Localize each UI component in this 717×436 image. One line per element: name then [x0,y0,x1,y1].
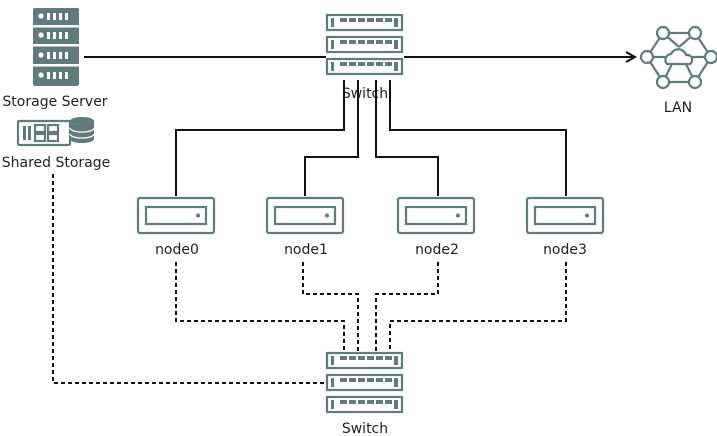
dlink-node2-switch [375,262,439,352]
compute-node-icon [265,196,345,235]
shared-storage-label: Shared Storage [2,155,111,171]
top-network-links [84,57,634,196]
compute-node-3: node3 [525,196,605,258]
bottom-network-links [52,174,567,384]
lan-label: LAN [664,100,692,116]
node-label: node0 [155,242,199,258]
link-switch-node3 [389,80,567,196]
compute-node-0: node0 [136,196,216,258]
server-icon [33,8,79,86]
network-switch-icon-bottom [325,351,404,414]
link-switch-node2 [375,80,439,196]
compute-node-icon [396,196,476,235]
storage-server-label: Storage Server [2,94,107,110]
dlink-node0-switch [175,262,345,352]
node-label: node1 [284,242,328,258]
dlink-node1-switch [302,262,359,352]
switch-top-label: Switch [342,86,388,102]
compute-node-1: node1 [265,196,345,258]
switch-bottom-label: Switch [342,421,388,436]
network-cloud-icon [639,25,717,90]
node-label: node3 [543,242,587,258]
node-label: node2 [415,242,459,258]
dlink-storage-switch [52,174,326,384]
compute-node-2: node2 [396,196,476,258]
compute-node-icon [525,196,605,235]
compute-node-icon [136,196,216,235]
link-switch-node0 [175,80,345,196]
storage-array-icon [16,117,95,147]
link-switch-node1 [304,80,359,196]
dlink-node3-switch [389,262,567,352]
network-switch-icon-top [325,13,404,76]
